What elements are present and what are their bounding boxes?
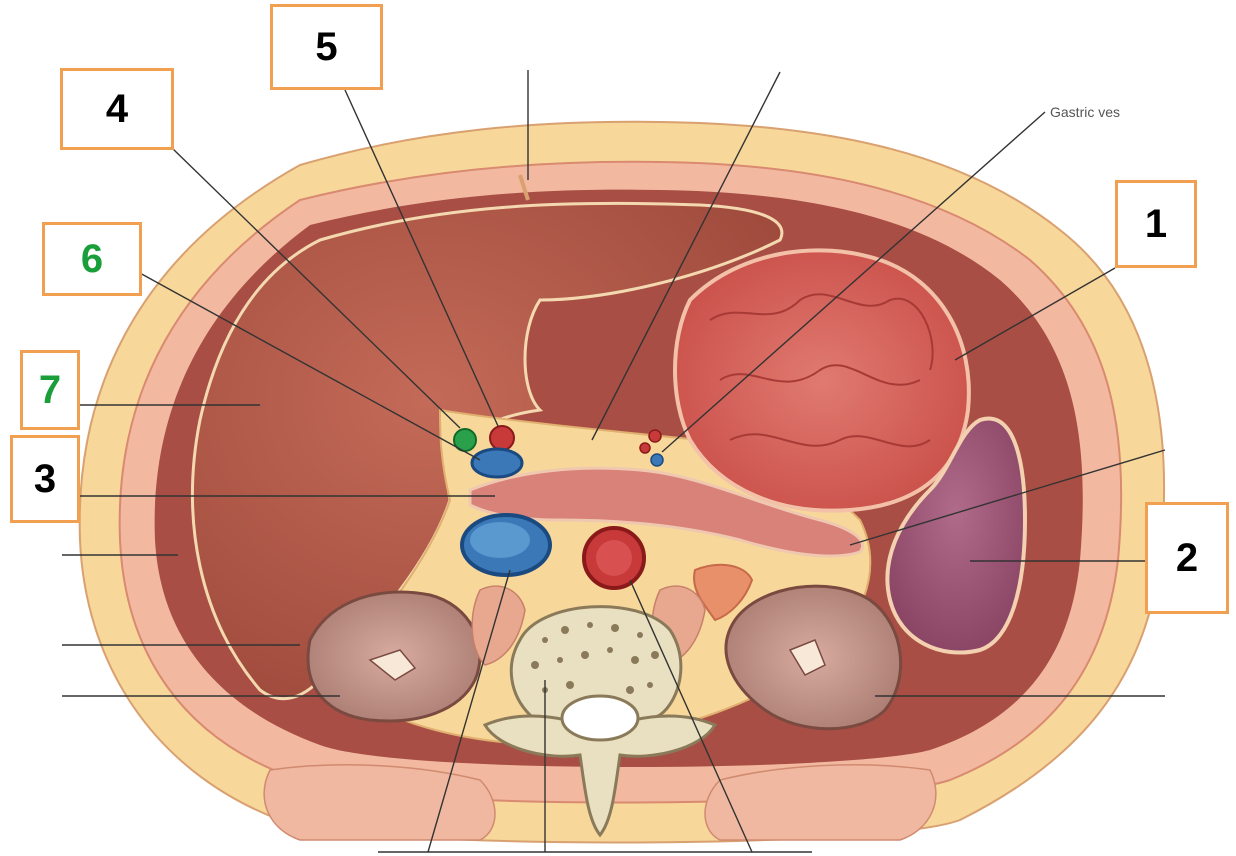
ivc-highlight bbox=[470, 522, 530, 558]
label-box-6: 6 bbox=[42, 222, 142, 296]
aorta-lumen bbox=[596, 540, 632, 576]
gastric-vessels-label: Gastric ves bbox=[1050, 104, 1120, 120]
hepatic-artery bbox=[490, 426, 514, 450]
label-box-4: 4 bbox=[60, 68, 174, 150]
label-number-3: 3 bbox=[34, 457, 56, 502]
label-box-3: 3 bbox=[10, 435, 80, 523]
label-box-1: 1 bbox=[1115, 180, 1197, 268]
label-number-7: 7 bbox=[39, 368, 61, 413]
portal-vein bbox=[472, 449, 522, 477]
back-muscle-left bbox=[705, 765, 936, 840]
gastric-artery-1 bbox=[649, 430, 661, 442]
label-number-1: 1 bbox=[1145, 202, 1167, 247]
back-muscle-right bbox=[264, 765, 495, 840]
label-box-7: 7 bbox=[20, 350, 80, 430]
label-box-2: 2 bbox=[1145, 502, 1229, 614]
gastric-vein bbox=[651, 454, 663, 466]
spinal-canal bbox=[562, 696, 638, 740]
stomach bbox=[675, 250, 969, 510]
label-number-5: 5 bbox=[315, 25, 337, 70]
gastric-artery-2 bbox=[640, 443, 650, 453]
label-box-5: 5 bbox=[270, 4, 383, 90]
label-number-2: 2 bbox=[1176, 536, 1198, 581]
label-number-6: 6 bbox=[81, 237, 103, 282]
label-number-4: 4 bbox=[106, 87, 128, 132]
